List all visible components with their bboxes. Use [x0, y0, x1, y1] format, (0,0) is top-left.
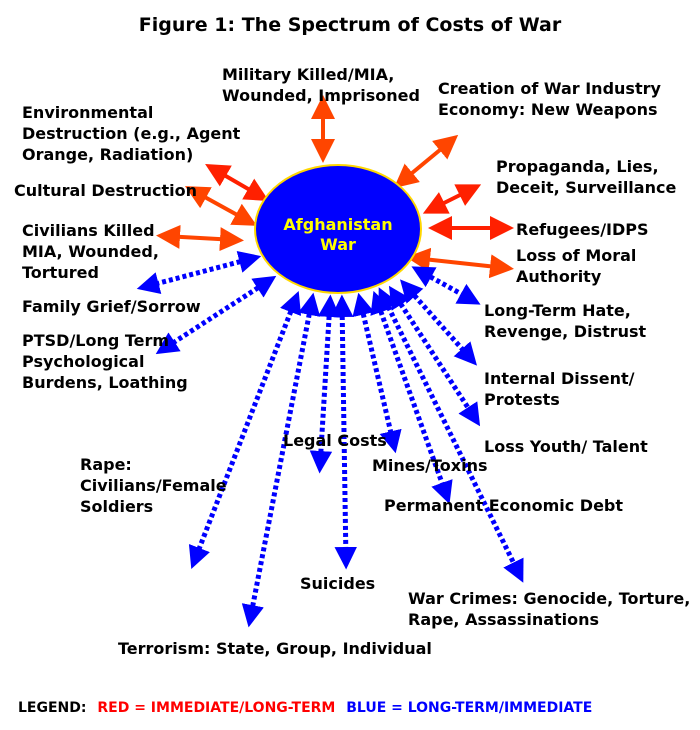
label-cultural: Cultural Destruction [14, 180, 197, 201]
arrow-war-industry [393, 134, 459, 189]
label-suicides: Suicides [300, 573, 375, 594]
arrow-family [136, 250, 262, 295]
label-line: Refugees/IDPS [516, 220, 649, 239]
center-ellipse [254, 164, 422, 294]
label-civilians: Civilians Killed MIA, Wounded, Tortured [22, 220, 159, 283]
label-line: MIA, Wounded, [22, 242, 159, 261]
label-family: Family Grief/Sorrow [22, 296, 201, 317]
label-line: Deceit, Surveillance [496, 178, 677, 197]
arrow-cultural [184, 186, 258, 226]
arrow-civilians [156, 224, 244, 252]
label-line: Terrorism: State, Group, Individual [118, 639, 432, 658]
label-line: Burdens, Loathing [22, 373, 188, 392]
center-label: Afghanistan War [270, 215, 406, 255]
center-label-line: Afghanistan [283, 215, 393, 234]
label-line: Wounded, Imprisoned [222, 86, 420, 105]
label-mines: Mines/Toxins [372, 455, 488, 476]
label-line: Legal Costs [283, 431, 387, 450]
label-line: Creation of War Industry [438, 79, 661, 98]
label-line: PTSD/Long Term [22, 331, 170, 350]
label-war-crimes: War Crimes: Genocide, Torture, Rape, Ass… [408, 588, 690, 630]
label-terrorism: Terrorism: State, Group, Individual [118, 638, 432, 659]
label-refugees: Refugees/IDPS [516, 219, 649, 240]
label-line: Civilians/Female [80, 476, 227, 495]
label-line: Economy: New Weapons [438, 100, 658, 119]
arrow-legal [309, 294, 341, 474]
label-line: Soldiers [80, 497, 154, 516]
label-line: War Crimes: Genocide, Torture, [408, 589, 691, 608]
legend-red: RED = IMMEDIATE/LONG-TERM [97, 700, 336, 716]
label-moral: Loss of Moral Authority [516, 245, 636, 287]
label-line: Family Grief/Sorrow [22, 297, 201, 316]
label-line: Psychological [22, 352, 145, 371]
label-ptsd: PTSD/Long Term Psychological Burdens, Lo… [22, 330, 188, 393]
arrow-terrorism [241, 292, 321, 628]
label-dissent: Internal Dissent/ Protests [484, 368, 635, 410]
label-military: Military Killed/MIA, Wounded, Imprisoned [222, 64, 420, 106]
label-line: Mines/Toxins [372, 456, 488, 475]
label-line: Environmental [22, 103, 154, 122]
arrow-rape [188, 291, 302, 569]
arrow-environmental [205, 163, 269, 202]
label-line: Protests [484, 390, 560, 409]
label-line: Rape: [80, 455, 132, 474]
label-line: Tortured [22, 263, 99, 282]
legend-blue: BLUE = LONG-TERM/IMMEDIATE [346, 700, 593, 716]
label-debt: Permanent Economic Debt [384, 495, 623, 516]
label-line: Long-Term Hate, [484, 301, 631, 320]
label-line: Destruction (e.g., Agent [22, 124, 241, 143]
label-war-industry: Creation of War Industry Economy: New We… [438, 78, 661, 120]
label-rape: Rape: Civilians/Female Soldiers [80, 454, 227, 517]
arrow-mines [352, 292, 402, 454]
label-line: Revenge, Distrust [484, 322, 647, 341]
label-line: Cultural Destruction [14, 181, 197, 200]
label-line: Authority [516, 267, 602, 286]
label-legal: Legal Costs [283, 430, 387, 451]
arrow-moral [406, 247, 514, 279]
center-label-line: War [320, 235, 356, 254]
label-hate: Long-Term Hate, Revenge, Distrust [484, 300, 646, 342]
label-line: Permanent Economic Debt [384, 496, 624, 515]
label-line: Orange, Radiation) [22, 145, 194, 164]
label-environmental: Environmental Destruction (e.g., Agent O… [22, 102, 240, 165]
label-line: Rape, Assassinations [408, 610, 600, 629]
figure-title: Figure 1: The Spectrum of Costs of War [138, 14, 562, 36]
label-line: Loss of Moral [516, 246, 637, 265]
label-line: Suicides [300, 574, 376, 593]
label-line: Internal Dissent/ [484, 369, 635, 388]
arrow-hate [411, 266, 481, 305]
legend: LEGEND: RED = IMMEDIATE/LONG-TERM BLUE =… [18, 700, 598, 716]
arrow-propaganda [422, 184, 482, 214]
legend-heading: LEGEND: [18, 700, 87, 716]
label-line: Propaganda, Lies, [496, 157, 659, 176]
arrow-suicides [330, 294, 358, 570]
label-line: Civilians Killed [22, 221, 155, 240]
label-youth: Loss Youth/ Talent [484, 436, 648, 457]
label-line: Military Killed/MIA, [222, 65, 395, 84]
label-propaganda: Propaganda, Lies, Deceit, Surveillance [496, 156, 676, 198]
label-line: Loss Youth/ Talent [484, 437, 648, 456]
arrow-war-crimes [378, 287, 524, 583]
